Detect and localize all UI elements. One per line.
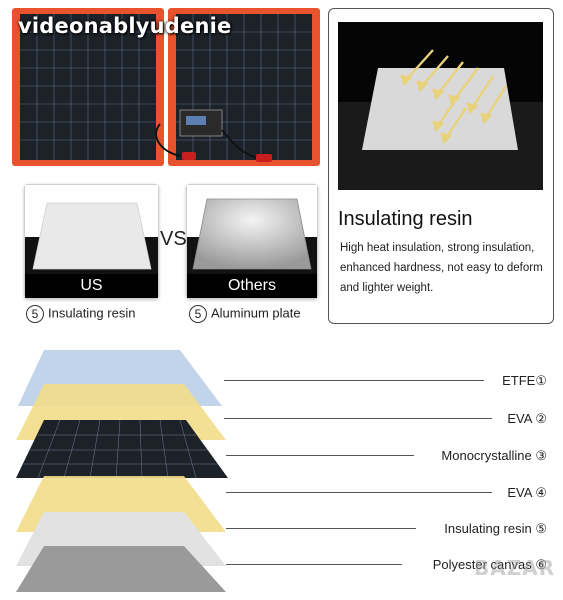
resin-title: Insulating resin xyxy=(338,208,473,230)
aluminum-sample-image xyxy=(187,185,317,274)
others-material-text: Aluminum plate xyxy=(211,305,301,321)
number-badge: 5 xyxy=(26,305,44,323)
us-material-text: Insulating resin xyxy=(48,305,136,321)
resin-sample-image xyxy=(25,185,158,274)
layer-leader-line xyxy=(226,492,492,493)
layer-label-polyester-canvas: Polyester canvas ⑥ xyxy=(432,557,547,572)
number-badge: 5 xyxy=(189,305,207,323)
card-caption-others: Others xyxy=(187,274,317,298)
layer-label-etfe: ETFE① xyxy=(502,373,547,388)
vs-label: VS xyxy=(160,228,187,250)
layer-leader-line xyxy=(226,528,416,529)
heat-arrows-illustration xyxy=(338,22,543,190)
layer-leader-line xyxy=(224,380,484,381)
resin-description: High heat insulation, strong insulation,… xyxy=(340,242,543,294)
layer-leader-line xyxy=(224,418,492,419)
watermark-logo: BAZAR xyxy=(474,556,556,580)
card-caption-us: US xyxy=(25,274,158,298)
solar-panel-photo xyxy=(10,6,322,174)
layer-label-eva-top: EVA ② xyxy=(507,411,547,426)
layer-leader-line xyxy=(226,455,414,456)
layer-label-monocrystalline: Monocrystalline ③ xyxy=(441,448,547,463)
layer-label-insulating-resin: Insulating resin ⑤ xyxy=(444,521,547,536)
layer-leader-line xyxy=(226,564,402,565)
comparison-card-us: US xyxy=(24,184,159,299)
panel-layers-illustration xyxy=(16,350,228,592)
watermark-text: videonablyudenie xyxy=(18,14,232,38)
layer-label-eva-bottom: EVA ④ xyxy=(507,485,547,500)
comparison-card-others: Others xyxy=(186,184,318,299)
